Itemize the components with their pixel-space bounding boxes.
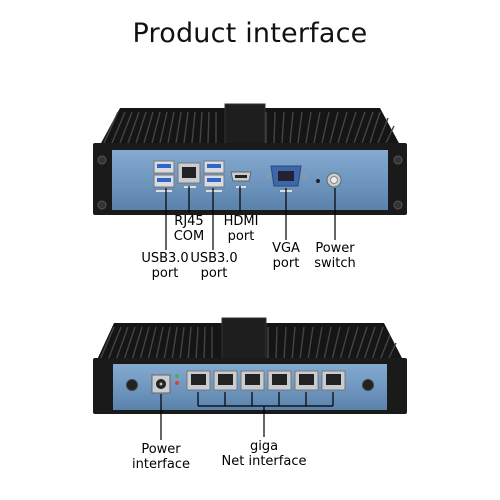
rj45-com-port-graphic <box>177 162 201 188</box>
leader-lines-top <box>165 186 336 250</box>
label-vga: VGA port <box>272 241 300 271</box>
heatsink-fins-top <box>100 103 400 149</box>
label-usb-right: USB3.0 port <box>190 251 238 281</box>
leader-lines-bottom <box>160 392 334 440</box>
usb-left-port-graphic <box>153 160 175 192</box>
led-indicator-top <box>316 179 320 183</box>
lan-ports-graphic <box>186 370 346 391</box>
power-switch-graphic <box>326 172 342 188</box>
label-power-switch: Power switch <box>314 241 356 271</box>
heatsink-fins-bottom <box>96 317 404 362</box>
page-title: Product interface <box>132 18 368 49</box>
label-hdmi: HDMI port <box>223 214 259 244</box>
label-power-interface: Power interface <box>132 442 190 472</box>
dc-power-jack-graphic <box>151 374 171 394</box>
label-giga-net: giga Net interface <box>221 439 307 469</box>
usb-right-port-graphic <box>203 160 225 192</box>
label-usb-left: USB3.0 port <box>141 251 189 281</box>
hdmi-port-graphic <box>230 171 252 188</box>
label-rj45-com: RJ45 COM <box>173 214 205 244</box>
